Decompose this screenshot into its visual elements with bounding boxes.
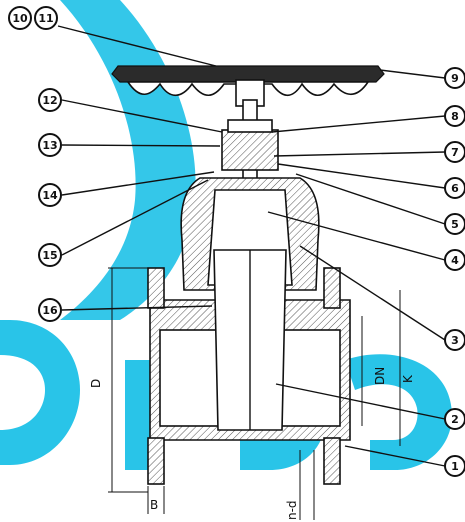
callout-1: 1 [444, 455, 465, 477]
callout-1-label: 1 [451, 460, 459, 473]
bottom-flange-left [147, 437, 165, 485]
handwheel-rim [111, 65, 385, 83]
dimension-k-label: K [401, 374, 415, 383]
leader-2 [275, 383, 446, 420]
callout-2: 2 [444, 408, 465, 430]
dimension-dn-label: DN [373, 367, 387, 385]
handwheel [111, 65, 385, 107]
leader-11 [57, 25, 217, 67]
leader-15 [61, 179, 209, 256]
leader-8 [271, 115, 446, 133]
leader-5 [295, 173, 446, 225]
handwheel-spokes [126, 81, 370, 97]
callout-13: 13 [38, 133, 62, 157]
leader-16 [61, 305, 213, 311]
callout-9: 9 [444, 67, 465, 89]
callout-5: 5 [444, 213, 465, 235]
dimension-nd: n-d [285, 450, 315, 520]
leader-12 [61, 99, 223, 133]
callout-9-label: 9 [451, 72, 459, 85]
callout-10-label: 10 [12, 12, 28, 25]
watermark-arc-shape [60, 0, 196, 320]
callout-11: 11 [34, 6, 58, 30]
callout-15: 15 [38, 243, 62, 267]
dimension-nd-label: n-d [285, 500, 299, 520]
dimension-d: D [89, 267, 148, 493]
gland-packing [221, 129, 279, 171]
callout-7-label: 7 [451, 146, 459, 159]
callout-3-label: 3 [451, 334, 459, 347]
bottom-flange-right [323, 437, 341, 485]
callout-3: 3 [444, 329, 465, 351]
callout-5-label: 5 [451, 218, 459, 231]
top-flange-right [323, 267, 341, 309]
callout-15-label: 15 [42, 249, 57, 262]
callout-12: 12 [38, 88, 62, 112]
callout-7: 7 [444, 141, 465, 163]
gland-nut [227, 119, 273, 133]
dimension-d-label: D [89, 379, 103, 388]
callout-6-label: 6 [451, 182, 459, 195]
callout-14-label: 14 [42, 189, 58, 202]
dimension-dn: DN [361, 316, 387, 426]
leader-7 [273, 151, 446, 157]
callout-16-label: 16 [42, 304, 58, 317]
leader-1 [344, 445, 446, 467]
callout-6: 6 [444, 177, 465, 199]
callout-12-label: 12 [42, 94, 57, 107]
dimension-k: K [399, 290, 415, 446]
callout-4: 4 [444, 249, 465, 271]
callout-13-label: 13 [42, 139, 57, 152]
callout-10: 10 [8, 6, 32, 30]
callout-14: 14 [38, 183, 62, 207]
leader-9 [379, 69, 446, 79]
leader-13 [61, 144, 221, 147]
leader-4 [267, 211, 446, 261]
watermark-letter-a [0, 320, 80, 465]
callout-4-label: 4 [451, 254, 459, 267]
top-flange-left [147, 267, 165, 309]
callout-2-label: 2 [451, 413, 459, 426]
leader-6 [277, 163, 446, 189]
callout-8: 8 [444, 105, 465, 127]
callout-16: 16 [38, 298, 62, 322]
dimension-b-label: B [150, 498, 158, 512]
leader-lines [57, 25, 446, 467]
leader-14 [61, 171, 215, 196]
callout-8-label: 8 [451, 110, 459, 123]
dimension-b: B [147, 486, 165, 514]
callout-11-label: 11 [38, 12, 53, 25]
watermark-letter-a2 [345, 354, 452, 470]
leader-3 [299, 245, 446, 341]
